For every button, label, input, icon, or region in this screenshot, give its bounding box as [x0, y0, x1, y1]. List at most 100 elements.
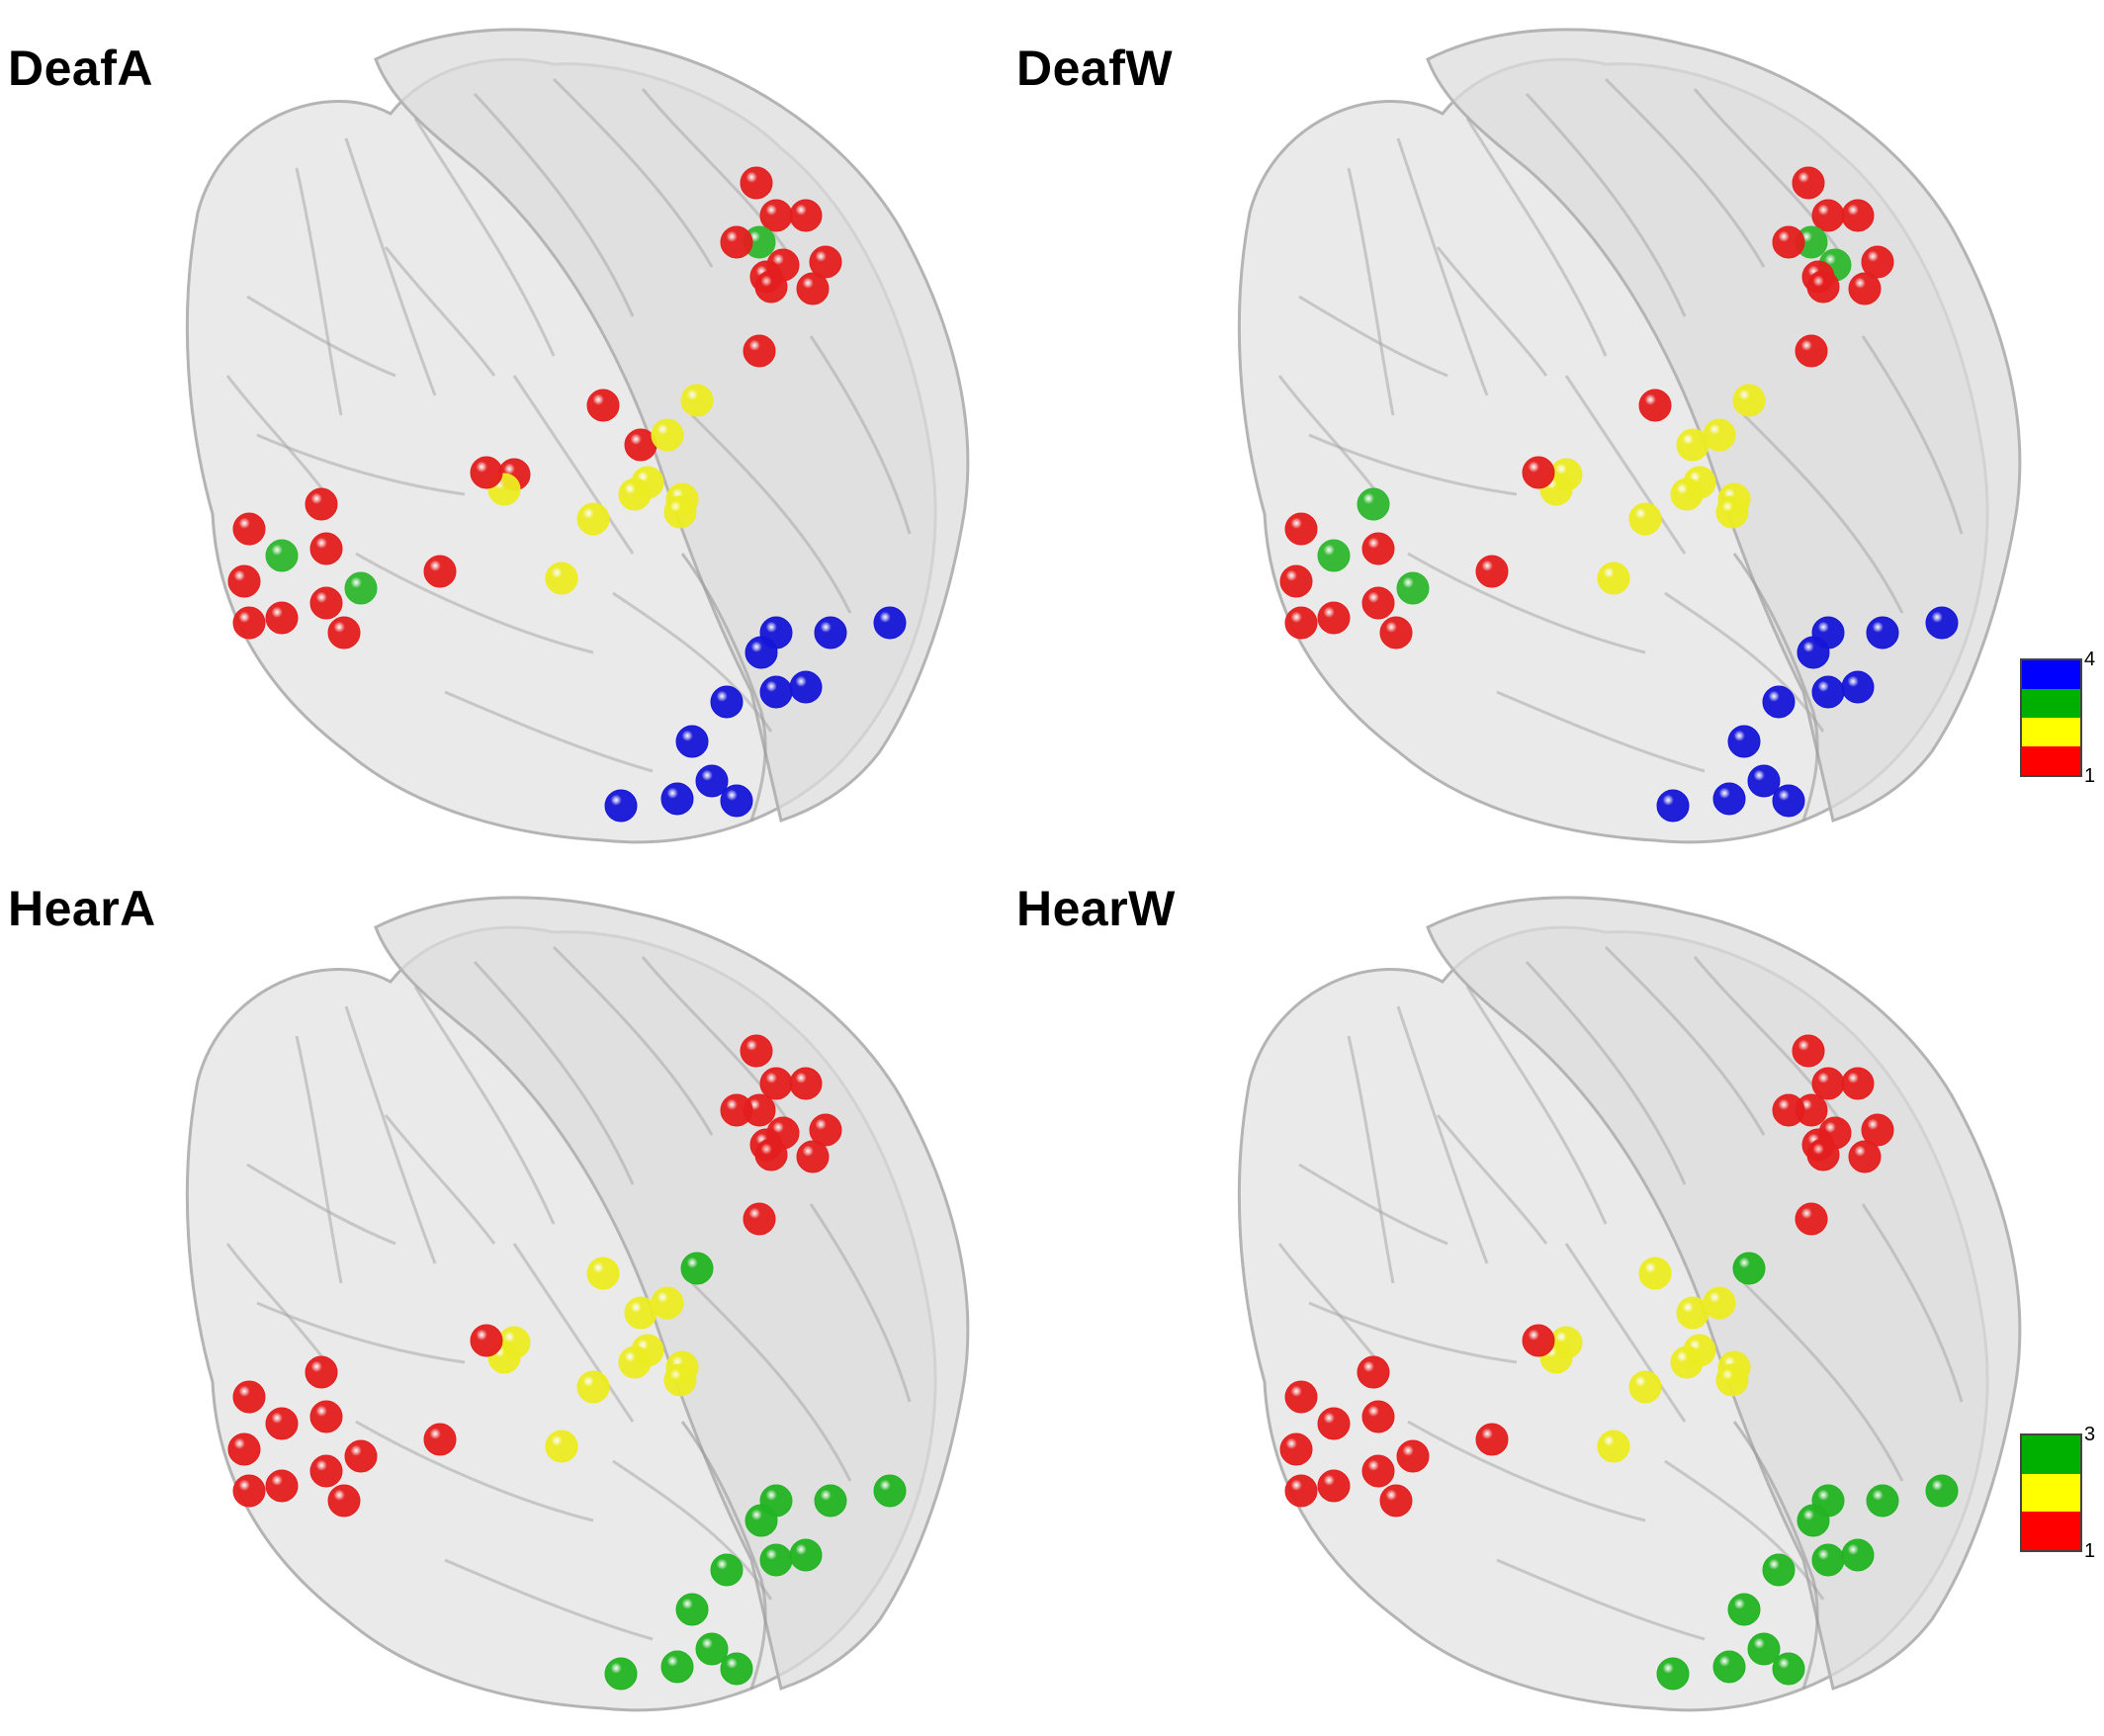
brain-network-deafa	[185, 28, 970, 844]
node-frontal-10	[743, 334, 776, 368]
node-central-14	[651, 418, 684, 452]
panel-deafa: DeafA	[0, 0, 1052, 868]
node-left-33	[423, 555, 457, 588]
node-occipital-41	[710, 1553, 744, 1587]
node-occipital-43	[695, 764, 729, 798]
brain-sulcus	[295, 167, 343, 416]
node-frontal-3	[1772, 225, 1805, 259]
node-frontal-3	[1772, 1093, 1805, 1127]
colorbar-segment	[2022, 689, 2080, 718]
node-frontal-3	[720, 1093, 753, 1127]
brain-sulcus	[552, 945, 714, 1136]
node-left-29	[344, 1439, 378, 1473]
node-occipital-44	[660, 1650, 694, 1684]
node-left-32	[1317, 601, 1351, 635]
node-occipital-40	[789, 1538, 823, 1572]
node-left-27	[1279, 1432, 1313, 1466]
brain-outline	[185, 28, 970, 844]
node-group	[227, 166, 907, 823]
node-occipital-37	[1925, 1474, 1959, 1508]
brain-medial-fissure	[680, 1421, 767, 1690]
brain-sulcus	[295, 1035, 343, 1284]
colorbar-segment	[2022, 1473, 2080, 1513]
node-occipital-37	[873, 606, 907, 640]
node-central-11	[586, 389, 620, 422]
node-frontal-1	[759, 1067, 793, 1100]
brain-sulcus	[1742, 1281, 1904, 1482]
brain-sulcus	[809, 335, 912, 535]
node-occipital-44	[1712, 782, 1746, 816]
brain-sulcus	[1525, 92, 1687, 317]
node-central-23	[1597, 1430, 1630, 1463]
node-central-18	[1670, 477, 1704, 511]
node-occipital-42	[675, 1593, 709, 1626]
node-central-14	[651, 1286, 684, 1320]
node-frontal-0	[1792, 166, 1825, 200]
node-left-32	[265, 1469, 299, 1503]
node-frontal-1	[1811, 199, 1845, 232]
brain-sulcus	[384, 246, 496, 377]
node-occipital-46	[604, 789, 638, 823]
node-frontal-0	[740, 166, 773, 200]
brain-sulcus	[1347, 167, 1395, 416]
brain-sulcus	[690, 413, 852, 614]
brain-sulcus	[1465, 118, 1608, 357]
brain-outline	[1237, 28, 2022, 844]
node-central-11	[1638, 389, 1672, 422]
brain-sulcus	[1861, 1203, 1964, 1403]
node-left-30	[1284, 1474, 1318, 1508]
node-frontal-5	[1861, 1113, 1894, 1147]
brain-sulcus	[1861, 335, 1964, 535]
node-frontal-5	[1861, 245, 1894, 279]
node-left-27	[227, 564, 261, 598]
node-frontal-9	[754, 1138, 788, 1172]
node-occipital-46	[1656, 1657, 1690, 1691]
node-frontal-4	[789, 1067, 823, 1100]
node-central-22	[470, 456, 503, 489]
brain-sulcus	[413, 118, 556, 357]
node-left-31	[1361, 1454, 1395, 1488]
node-left-24	[232, 512, 266, 546]
brain-sulcus	[1496, 690, 1706, 773]
brain-network-hearw	[1237, 896, 2022, 1712]
node-occipital-46	[604, 1657, 638, 1691]
colorbar-four-max-label: 4	[2084, 649, 2096, 670]
node-central-12	[680, 384, 714, 417]
node-occipital-39	[1811, 675, 1845, 709]
node-frontal-9	[1806, 270, 1840, 304]
node-frontal-8	[796, 272, 830, 305]
brain-sulcus	[1664, 591, 1825, 733]
colorbar-segment	[2022, 660, 2080, 689]
node-left-32	[1317, 1469, 1351, 1503]
node-central-11	[1638, 1257, 1672, 1290]
node-occipital-39	[759, 675, 793, 709]
node-left-25	[305, 487, 338, 521]
node-central-18	[618, 477, 652, 511]
node-occipital-43	[695, 1632, 729, 1666]
node-occipital-36	[1866, 616, 1899, 650]
panel-hearw: HearW	[1016, 868, 2104, 1736]
brain-sulcus	[355, 552, 594, 654]
colorbar-segment	[2022, 1435, 2080, 1474]
node-left-34	[327, 1484, 361, 1518]
brain-sulcus	[413, 986, 556, 1225]
node-frontal-9	[1806, 1138, 1840, 1172]
brain-sulcus	[1465, 986, 1608, 1225]
brain-outline	[185, 896, 970, 1712]
node-frontal-8	[1848, 1140, 1882, 1173]
colorbar-segment	[2022, 746, 2080, 775]
node-left-24	[1284, 512, 1318, 546]
node-left-28	[1361, 532, 1395, 565]
brain-sulcus	[225, 375, 328, 495]
brain-sulcus	[1693, 956, 1845, 1126]
node-group	[227, 1034, 907, 1691]
brain-sulcus	[1347, 1035, 1395, 1284]
node-central-18	[618, 1345, 652, 1379]
brain-sulcus	[1664, 1459, 1825, 1601]
node-left-26	[265, 1407, 299, 1440]
node-occipital-43	[1747, 1632, 1781, 1666]
brain-sulcus	[344, 1005, 437, 1264]
node-left-26	[265, 539, 299, 572]
brain-sulcus	[1277, 1243, 1380, 1363]
node-central-23	[545, 1430, 578, 1463]
